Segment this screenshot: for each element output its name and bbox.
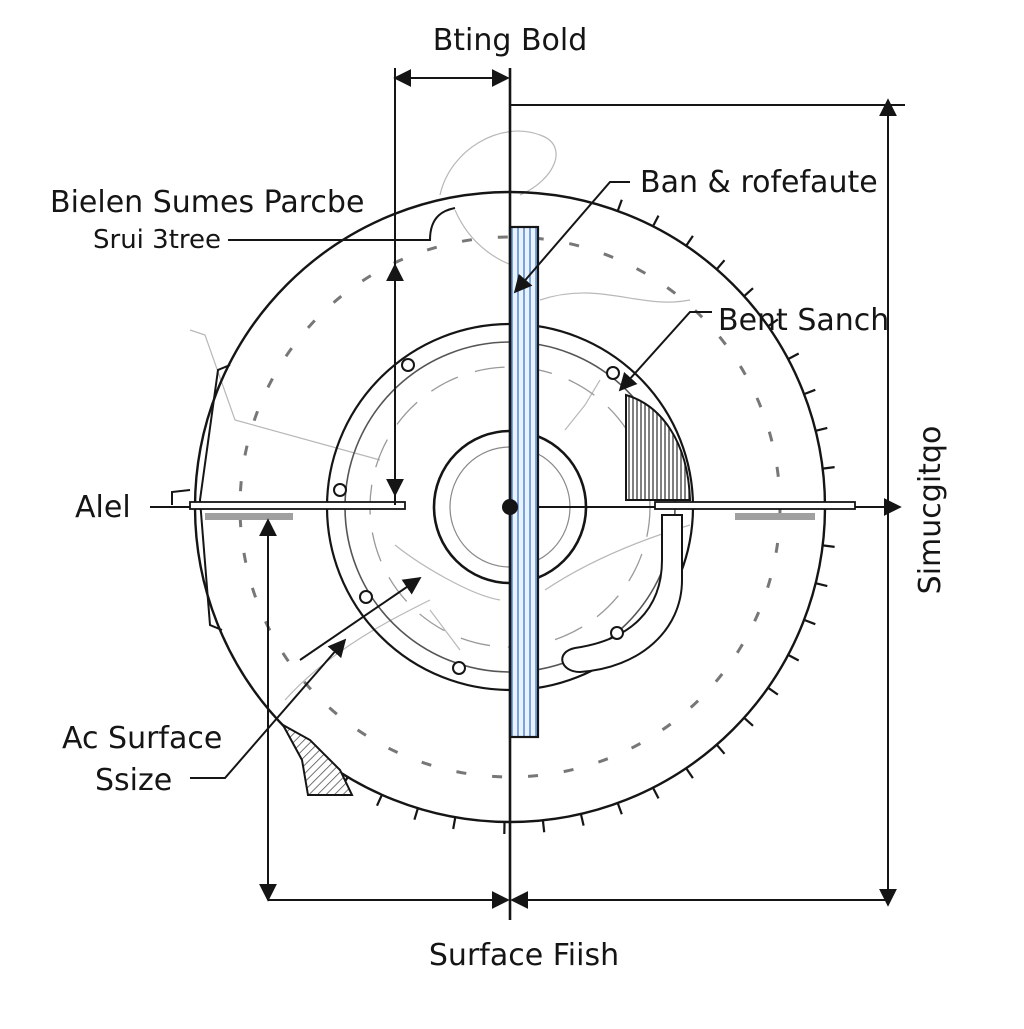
label-bottom-left-line2: Ssize: [95, 763, 172, 798]
label-bottom: Surface Fiish: [429, 938, 619, 973]
rim-tick: [686, 768, 693, 778]
label-bottom-left-line1: Ac Surface: [62, 721, 222, 756]
rim-tick: [686, 236, 693, 246]
rim-tick: [804, 390, 815, 394]
rim-tick: [414, 808, 418, 820]
rim-tick: [618, 803, 622, 814]
rim-tick: [453, 817, 455, 829]
rim-tick: [823, 545, 835, 547]
label-top: Bting Bold: [433, 23, 588, 58]
label-left-middle: Alel: [75, 490, 131, 525]
center-point: [502, 499, 518, 515]
bolt-holes: [334, 359, 623, 674]
label-right-upper: Bent Sanch: [718, 303, 889, 338]
left-bracket: [200, 365, 230, 630]
label-top-left-line1: Bielen Sumes Parcbe: [50, 185, 364, 220]
rim-tick: [816, 583, 828, 586]
rim-tick: [717, 260, 725, 269]
rim-tick: [653, 216, 659, 227]
rim-tick: [744, 288, 753, 296]
axis-bar-left: [190, 502, 405, 509]
rim-tick: [653, 788, 659, 799]
center-shaft: [510, 227, 538, 737]
rim-tick: [618, 200, 622, 211]
rim-tick: [543, 820, 544, 832]
axis-strip-left: [205, 513, 293, 520]
rim-tick: [377, 795, 382, 806]
labels: Bting Bold Bielen Sumes Parcbe Srui 3tre…: [50, 23, 948, 973]
rim-tick: [788, 354, 799, 360]
rim-tick: [581, 814, 584, 826]
rim-tick: [816, 428, 828, 431]
rim-tick: [788, 655, 799, 661]
axis-strip-right: [735, 513, 815, 520]
rim-tick: [717, 745, 725, 754]
hatched-section-right: [626, 395, 690, 500]
label-top-left-line2: Srui 3tree: [93, 225, 221, 255]
hatched-section-bottom-left: [283, 725, 352, 795]
left-notch: [172, 490, 190, 505]
rim-tick: [768, 688, 778, 695]
label-right-vertical: Simucgitqo: [913, 426, 948, 595]
label-top-right: Ban & rofefaute: [640, 165, 878, 200]
axis-bar-right: [655, 502, 855, 509]
rim-tick: [804, 620, 815, 624]
rim-tick: [823, 467, 835, 469]
rim-tick: [744, 718, 753, 726]
